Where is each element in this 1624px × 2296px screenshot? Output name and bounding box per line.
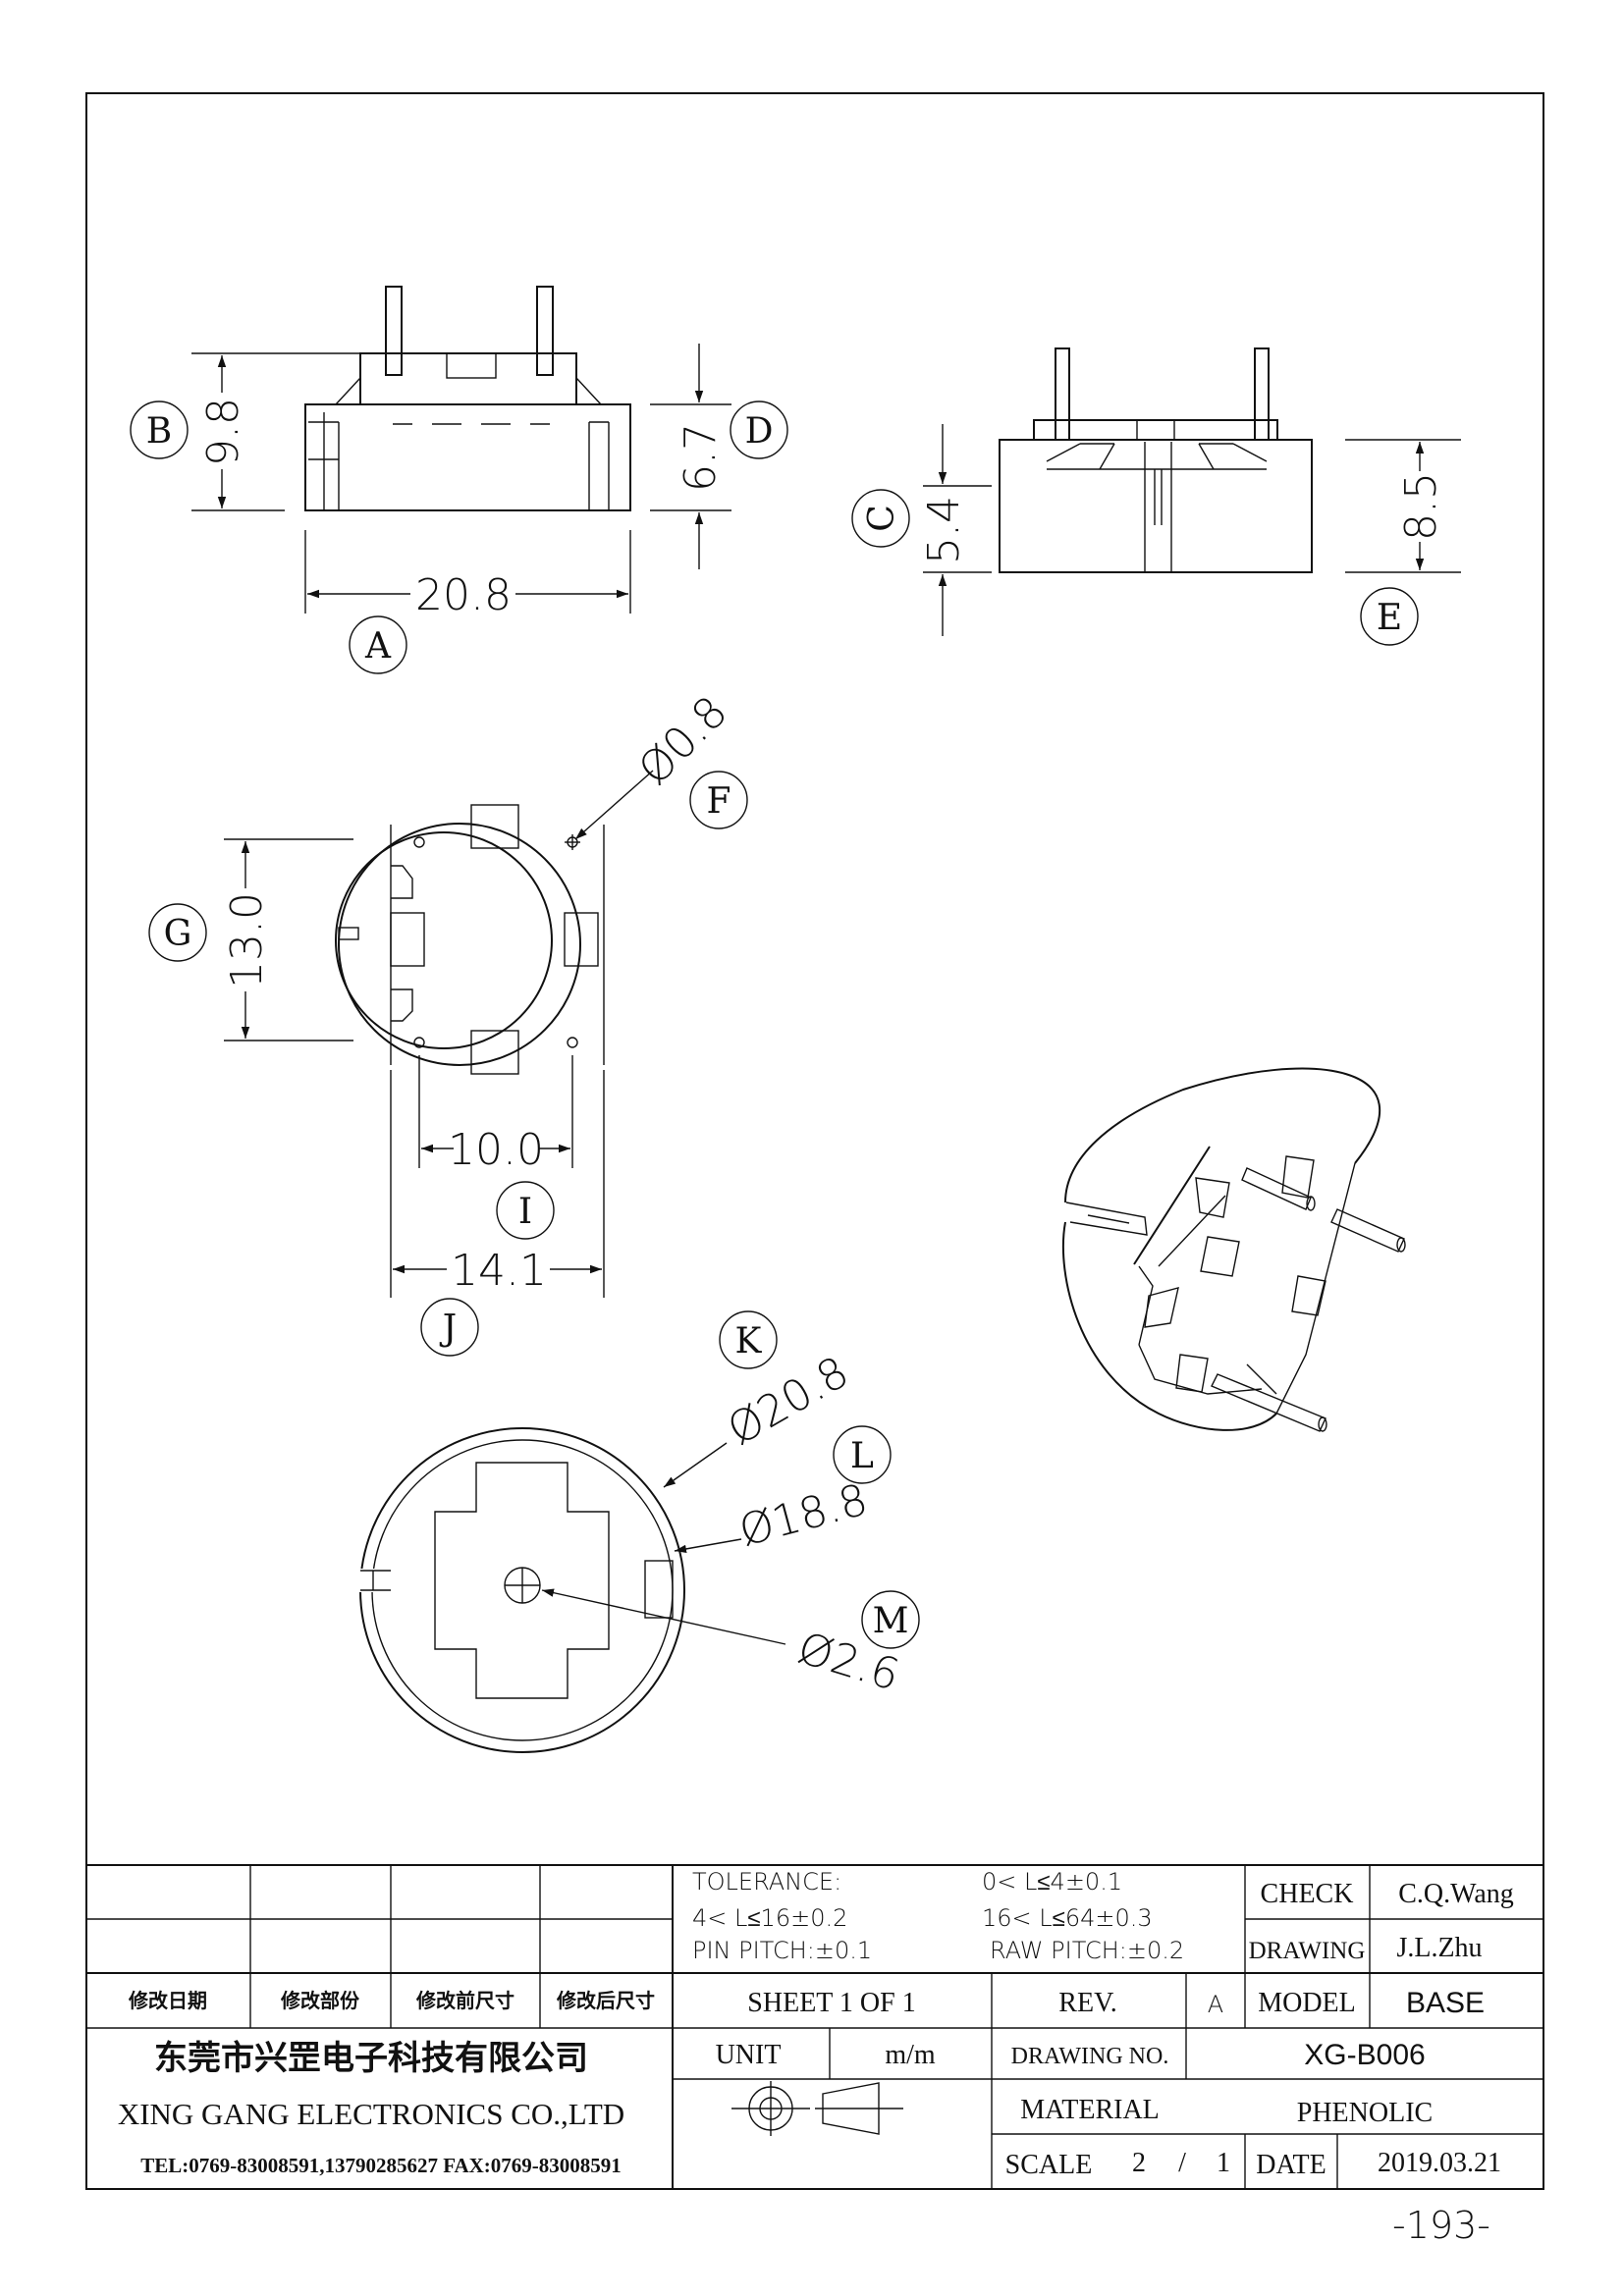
dim-E-value: 8.5: [1396, 472, 1446, 541]
bubble-K: K: [719, 1310, 778, 1369]
bubble-D-label: D: [745, 411, 774, 452]
pin-pitch: PIN PITCH:±0.1: [692, 1937, 872, 1964]
bubble-G-label: G: [164, 914, 192, 954]
drawing-no-label: DRAWING NO.: [1011, 2044, 1169, 2069]
tolerance-range-1: 0< L≤4±0.1: [982, 1868, 1122, 1896]
bubble-G: G: [148, 903, 207, 962]
sheet-border: [85, 92, 1544, 2190]
scale-den: 1: [1217, 2148, 1230, 2178]
bubble-E-label: E: [1377, 598, 1402, 638]
material-value: PHENOLIC: [1297, 2098, 1433, 2128]
rev-header-part: 修改部份: [280, 1989, 360, 2012]
rev-header-before: 修改前尺寸: [415, 1989, 514, 2012]
check-value: C.Q.Wang: [1398, 1879, 1514, 1909]
bubble-C-label: C: [862, 505, 902, 532]
bubble-C: C: [851, 489, 910, 548]
title-block: [86, 1864, 1543, 2189]
company-contact: TEL:0769-83008591,13790285627 FAX:0769-8…: [140, 2154, 622, 2177]
bubble-D: D: [730, 400, 788, 459]
page-number: -193-: [1392, 2204, 1490, 2247]
dim-A-value: 20.8: [415, 570, 512, 620]
bubble-K-label: K: [735, 1321, 763, 1362]
model-label: MODEL: [1258, 1988, 1356, 2018]
dim-B-value: 9.8: [198, 398, 248, 466]
tolerance-range-3: 16< L≤64±0.3: [982, 1904, 1153, 1932]
raw-pitch: RAW PITCH:±0.2: [990, 1937, 1184, 1964]
tolerance-label: TOLERANCE:: [692, 1868, 841, 1896]
date-value: 2019.03.21: [1378, 2148, 1501, 2178]
dim-K-value: Ø20.8: [720, 1347, 857, 1455]
bubble-B: B: [130, 400, 189, 459]
dim-J-value: 14.1: [451, 1246, 547, 1296]
drawing-value: J.L.Zhu: [1396, 1933, 1482, 1963]
rev-header-after: 修改后尺寸: [556, 1989, 655, 2012]
bubble-J-label: J: [439, 1308, 457, 1349]
bubble-I-label: I: [518, 1192, 532, 1232]
bubble-M-label: M: [873, 1601, 909, 1641]
scale-sep: /: [1178, 2148, 1186, 2178]
scale-num: 2: [1132, 2148, 1146, 2178]
bubble-F: F: [689, 771, 748, 829]
dim-D-value: 6.7: [676, 423, 726, 492]
dim-L-value: Ø18.8: [734, 1474, 873, 1557]
bubble-L-label: L: [850, 1436, 874, 1476]
bubble-E: E: [1360, 587, 1419, 646]
check-label: CHECK: [1261, 1879, 1354, 1909]
unit-label: UNIT: [716, 2040, 782, 2070]
bubble-A-label: A: [364, 626, 392, 667]
bubble-J: J: [420, 1298, 479, 1357]
bubble-I: I: [496, 1181, 555, 1240]
scale-label: SCALE: [1005, 2150, 1093, 2180]
bubble-M: M: [861, 1590, 920, 1649]
isometric-view: [1061, 1067, 1406, 1432]
tolerance-range-2: 4< L≤16±0.2: [692, 1904, 847, 1932]
top-view: [358, 1427, 685, 1753]
front-view: [304, 286, 631, 511]
company-name-en: XING GANG ELECTRONICS CO.,LTD: [118, 2097, 624, 2131]
rev-label: REV.: [1058, 1988, 1116, 2018]
dim-I-value: 10.0: [448, 1125, 544, 1175]
drawing-label: DRAWING: [1249, 1938, 1366, 1964]
bubble-B-label: B: [146, 411, 172, 452]
bubble-F-label: F: [707, 781, 731, 822]
projection-symbol-icon: [731, 2081, 903, 2136]
rev-value: A: [1208, 1991, 1223, 2018]
unit-value: m/m: [885, 2040, 936, 2070]
dim-C-value: 5.4: [919, 496, 969, 564]
dim-G-value: 13.0: [222, 892, 272, 988]
drawing-no-value: XG-B006: [1304, 2039, 1425, 2071]
sheet-info: SHEET 1 OF 1: [747, 1988, 915, 2018]
company-name-cn: 东莞市兴罡电子科技有限公司: [154, 2039, 588, 2078]
side-view: [999, 347, 1313, 573]
rev-header-date: 修改日期: [128, 1989, 207, 2012]
bottom-view: [335, 804, 605, 1075]
date-label: DATE: [1256, 2150, 1326, 2180]
dim-F-value: Ø0.8: [629, 687, 737, 795]
model-value: BASE: [1406, 1987, 1485, 2019]
bubble-L: L: [833, 1425, 892, 1484]
material-label: MATERIAL: [1020, 2095, 1160, 2125]
bubble-A: A: [349, 615, 407, 674]
